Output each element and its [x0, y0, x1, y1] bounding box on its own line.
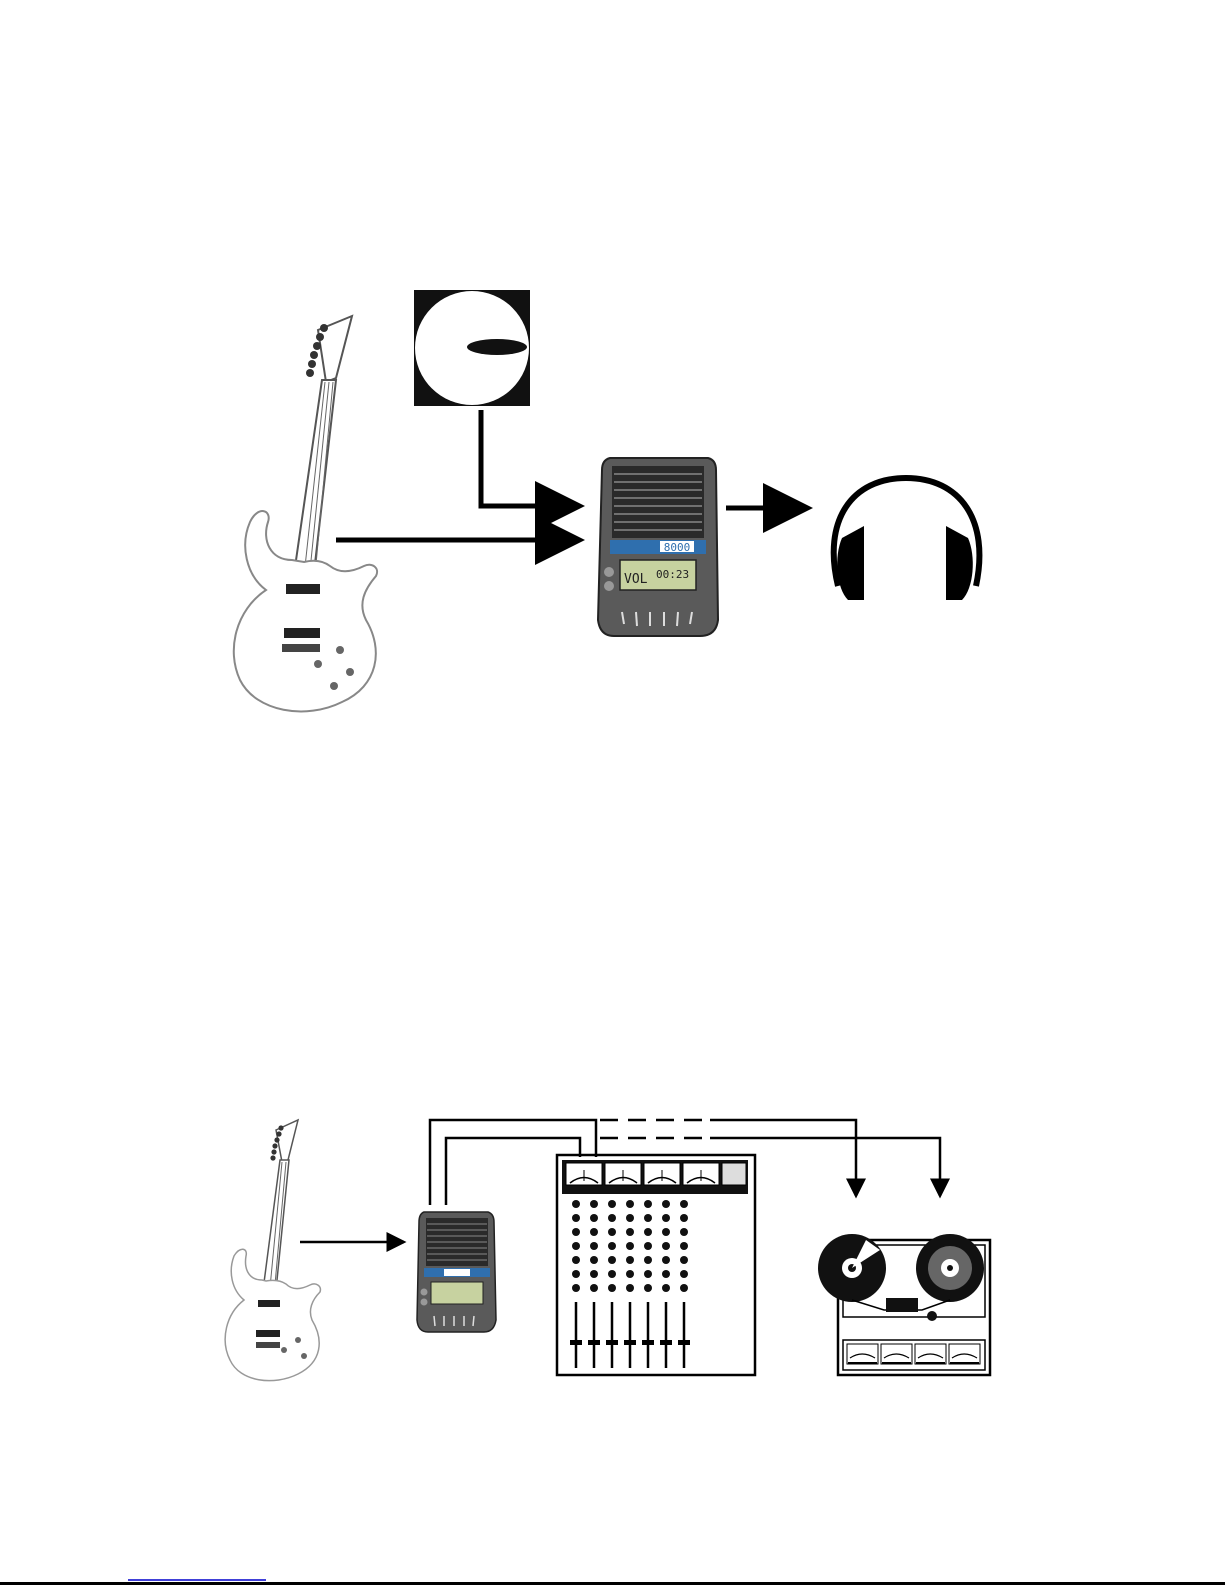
practice-unit-icon: 8000 VOL 00:23 — [598, 458, 718, 636]
console-knob — [644, 1256, 652, 1264]
console-knob — [662, 1200, 670, 1208]
console-fader-handle — [624, 1340, 636, 1345]
console-knob — [572, 1214, 580, 1222]
console-knob — [626, 1284, 634, 1292]
console-knob — [572, 1242, 580, 1250]
console-knob — [590, 1228, 598, 1236]
guitar-small-icon — [225, 1120, 320, 1381]
console-knob — [572, 1200, 580, 1208]
console-knob — [644, 1228, 652, 1236]
console-knob — [590, 1270, 598, 1278]
console-knob — [626, 1242, 634, 1250]
console-knob — [590, 1256, 598, 1264]
console-knob — [608, 1200, 616, 1208]
console-knob — [662, 1242, 670, 1250]
console-knob — [662, 1270, 670, 1278]
console-fader-handle — [678, 1340, 690, 1345]
console-knob — [662, 1214, 670, 1222]
console-knob — [680, 1284, 688, 1292]
mixing-console-icon — [557, 1155, 755, 1375]
console-knob — [590, 1214, 598, 1222]
console-knob — [572, 1228, 580, 1236]
practice-unit-small-icon — [417, 1212, 496, 1332]
console-knob — [644, 1270, 652, 1278]
footer — [0, 1580, 1225, 1585]
console-knob — [644, 1242, 652, 1250]
console-fader-handle — [588, 1340, 600, 1345]
console-knob — [680, 1242, 688, 1250]
console-knob — [644, 1284, 652, 1292]
lcd-text-left: VOL — [624, 572, 648, 587]
console-knob — [608, 1256, 616, 1264]
console-knob — [626, 1270, 634, 1278]
console-knob — [680, 1228, 688, 1236]
console-knob — [626, 1200, 634, 1208]
console-knob — [680, 1200, 688, 1208]
cd-player-icon — [414, 290, 530, 406]
diagram1-connections — [336, 410, 808, 540]
console-knob — [608, 1214, 616, 1222]
console-knob — [644, 1214, 652, 1222]
console-knob — [590, 1284, 598, 1292]
console-knob — [644, 1200, 652, 1208]
console-knob — [626, 1256, 634, 1264]
console-fader-handle — [570, 1340, 582, 1345]
console-knob — [572, 1270, 580, 1278]
console-knob — [572, 1284, 580, 1292]
console-knob — [680, 1256, 688, 1264]
console-knob — [662, 1284, 670, 1292]
arrow-cd-to-unit — [481, 410, 580, 506]
console-knob — [662, 1256, 670, 1264]
console-knob — [626, 1228, 634, 1236]
console-knob — [608, 1228, 616, 1236]
console-knob — [680, 1214, 688, 1222]
reel-to-reel-recorder-icon — [818, 1234, 990, 1375]
lcd-text-right: 00:23 — [656, 568, 689, 581]
console-knob — [680, 1270, 688, 1278]
console-knob — [626, 1214, 634, 1222]
guitar-icon — [234, 316, 377, 711]
console-knob — [662, 1228, 670, 1236]
device-model-text: 8000 — [664, 541, 691, 554]
console-knob — [572, 1256, 580, 1264]
console-fader-handle — [606, 1340, 618, 1345]
console-knob — [608, 1242, 616, 1250]
console-fader-handle — [660, 1340, 672, 1345]
headphones-icon — [834, 478, 980, 600]
console-knob — [608, 1284, 616, 1292]
console-fader-handle — [642, 1340, 654, 1345]
console-knob — [590, 1242, 598, 1250]
console-knob — [590, 1200, 598, 1208]
console-knob — [608, 1270, 616, 1278]
